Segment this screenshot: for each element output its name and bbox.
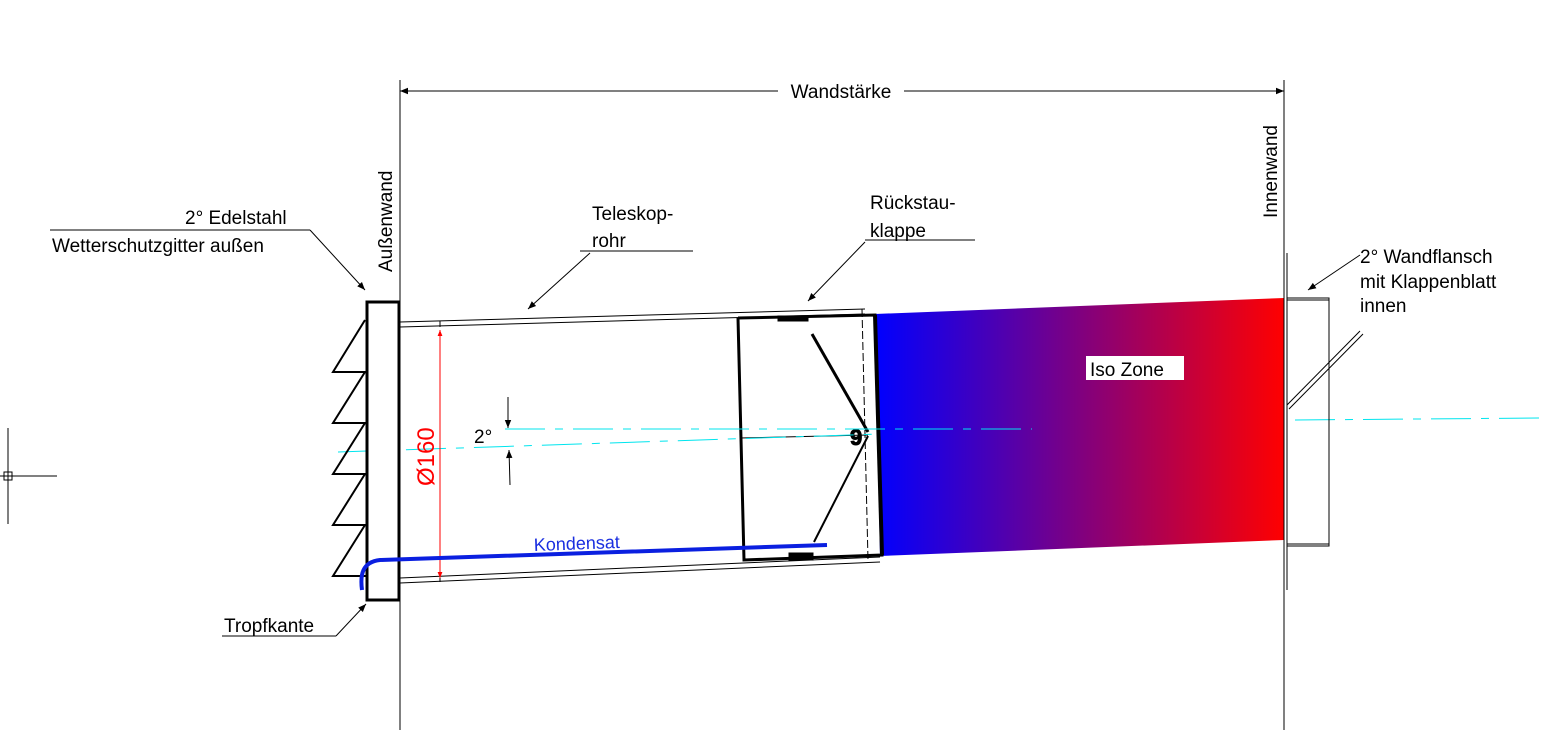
angle-dimension — [504, 397, 513, 486]
flange-leader — [1307, 254, 1361, 291]
drip-edge-label: Tropfkante — [224, 616, 314, 637]
inner-wall-label: Innenwand — [1261, 125, 1282, 218]
crosshair-cursor — [0, 428, 57, 524]
hinge-mark: 9 — [850, 425, 862, 450]
wall-flange — [1283, 253, 1364, 590]
iso-zone-gradient — [875, 298, 1284, 556]
condensate-label: Kondensat — [533, 532, 620, 555]
flange-label-line1: 2° Wandflansch — [1360, 247, 1493, 268]
outer-wall-label: Außenwand — [376, 171, 397, 272]
diameter-label: Ø160 — [413, 427, 440, 486]
angle-label: 2° — [474, 427, 492, 448]
flange-label-line3: innen — [1360, 296, 1407, 317]
telescopic-tube — [399, 308, 881, 584]
iso-zone-label: Iso Zone — [1090, 360, 1164, 381]
flange-label-line2: mit Klappenblatt — [1360, 272, 1497, 293]
tube-label-line1: Teleskop- — [592, 204, 673, 225]
tube-label-line2: rohr — [592, 231, 626, 252]
condensate-path — [359, 543, 828, 591]
backdraft-damper: 9 — [736, 313, 884, 562]
weather-grille — [331, 300, 401, 602]
wall-thickness-label: Wandstärke — [791, 82, 892, 103]
grille-label-line2: Wetterschutzgitter außen — [52, 236, 264, 257]
grille-label-line1: 2° Edelstahl — [185, 208, 287, 229]
damper-label-line2: klappe — [870, 221, 926, 242]
centerlines — [337, 417, 1541, 453]
damper-label-line1: Rückstau- — [870, 193, 956, 214]
